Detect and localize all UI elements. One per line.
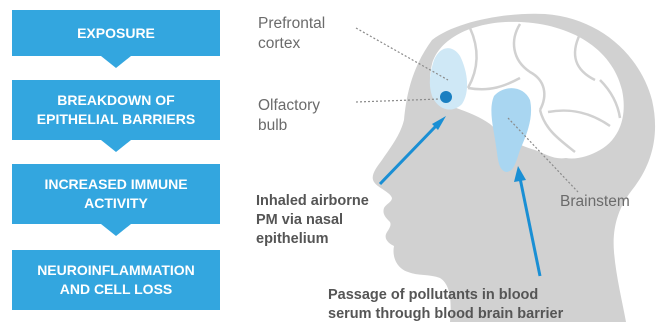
annotation-inhaled-pm: Inhaled airborne PM via nasal epithelium [256, 192, 369, 249]
label-olfactory-bulb: Olfactory bulb [258, 96, 320, 136]
label-brainstem: Brainstem [560, 192, 630, 212]
olfactory-bulb-dot [440, 91, 452, 103]
annotation-blood-brain-barrier: Passage of pollutants in blood serum thr… [328, 286, 563, 324]
label-prefrontal-cortex: Prefrontal cortex [258, 14, 325, 54]
